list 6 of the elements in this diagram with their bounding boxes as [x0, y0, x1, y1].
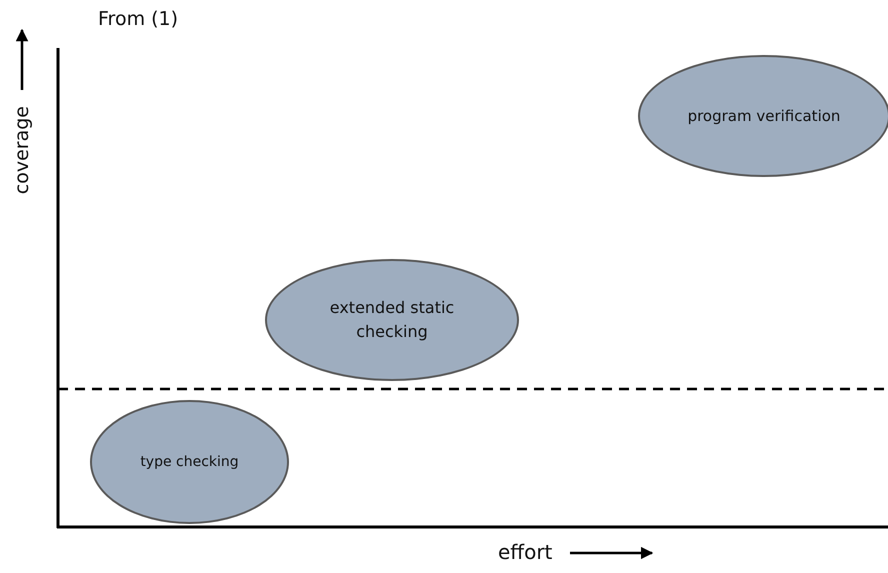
axis-title: effort: [498, 540, 552, 564]
axis-title: coverage: [11, 106, 33, 194]
source-note: From (1): [98, 8, 178, 30]
node-label: extended static checking: [328, 297, 456, 343]
node-label: program verification: [688, 106, 840, 127]
node-label: type checking: [140, 452, 239, 472]
